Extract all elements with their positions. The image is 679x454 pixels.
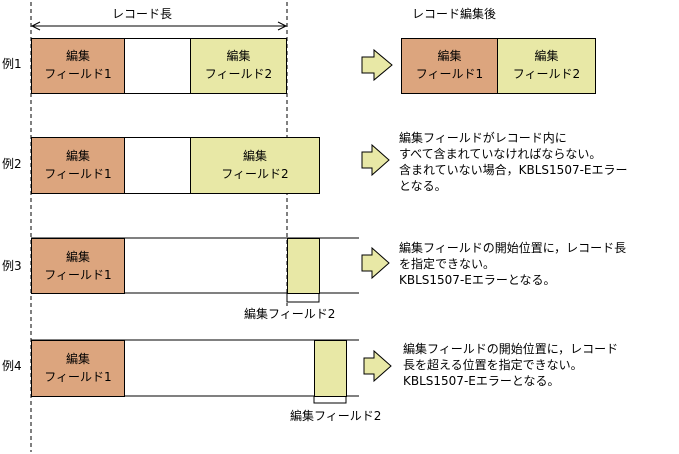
arrow-icon: [363, 349, 392, 383]
edit-field-2: [287, 238, 320, 294]
result-field-1: 編集 フィールド1: [401, 38, 498, 94]
note-text: 編集フィールドの開始位置に，レコード 長を超える位置を指定できない。 KBLS1…: [403, 342, 619, 388]
note-text: 編集フィールドの開始位置に，レコード長 を指定できない。 KBLS1507-Eエ…: [399, 241, 627, 287]
after-edit-label: レコード編集後: [412, 7, 497, 21]
example-label: 例1: [2, 57, 22, 71]
edit-field-1: 編集 フィールド1: [31, 238, 125, 294]
arrow-icon: [361, 143, 390, 177]
edit-field-2: [314, 340, 347, 397]
field2-bracket-ex4: [313, 396, 347, 404]
example-label: 例4: [2, 359, 22, 373]
result-field-2: 編集 フィールド2: [497, 38, 596, 94]
record-length-label: レコード長: [112, 7, 173, 21]
edit-field-1: 編集 フィールド1: [31, 38, 125, 94]
edit-field-1: 編集 フィールド1: [31, 137, 125, 194]
arrow-icon: [361, 48, 393, 82]
edit-field-2: 編集 フィールド2: [190, 38, 287, 94]
example-label: 例2: [2, 157, 22, 171]
field2-caption: 編集フィールド2: [290, 409, 382, 423]
note-text: 編集フィールドがレコード内に すべて含まれていなければならない。 含まれていない…: [399, 131, 628, 193]
edit-field-1: 編集 フィールド1: [31, 340, 125, 397]
edit-field-2: 編集 フィールド2: [190, 137, 320, 194]
example-label: 例3: [2, 259, 22, 273]
field2-bracket-ex3: [286, 293, 320, 303]
arrow-icon: [361, 246, 390, 280]
field2-caption: 編集フィールド2: [244, 307, 336, 321]
